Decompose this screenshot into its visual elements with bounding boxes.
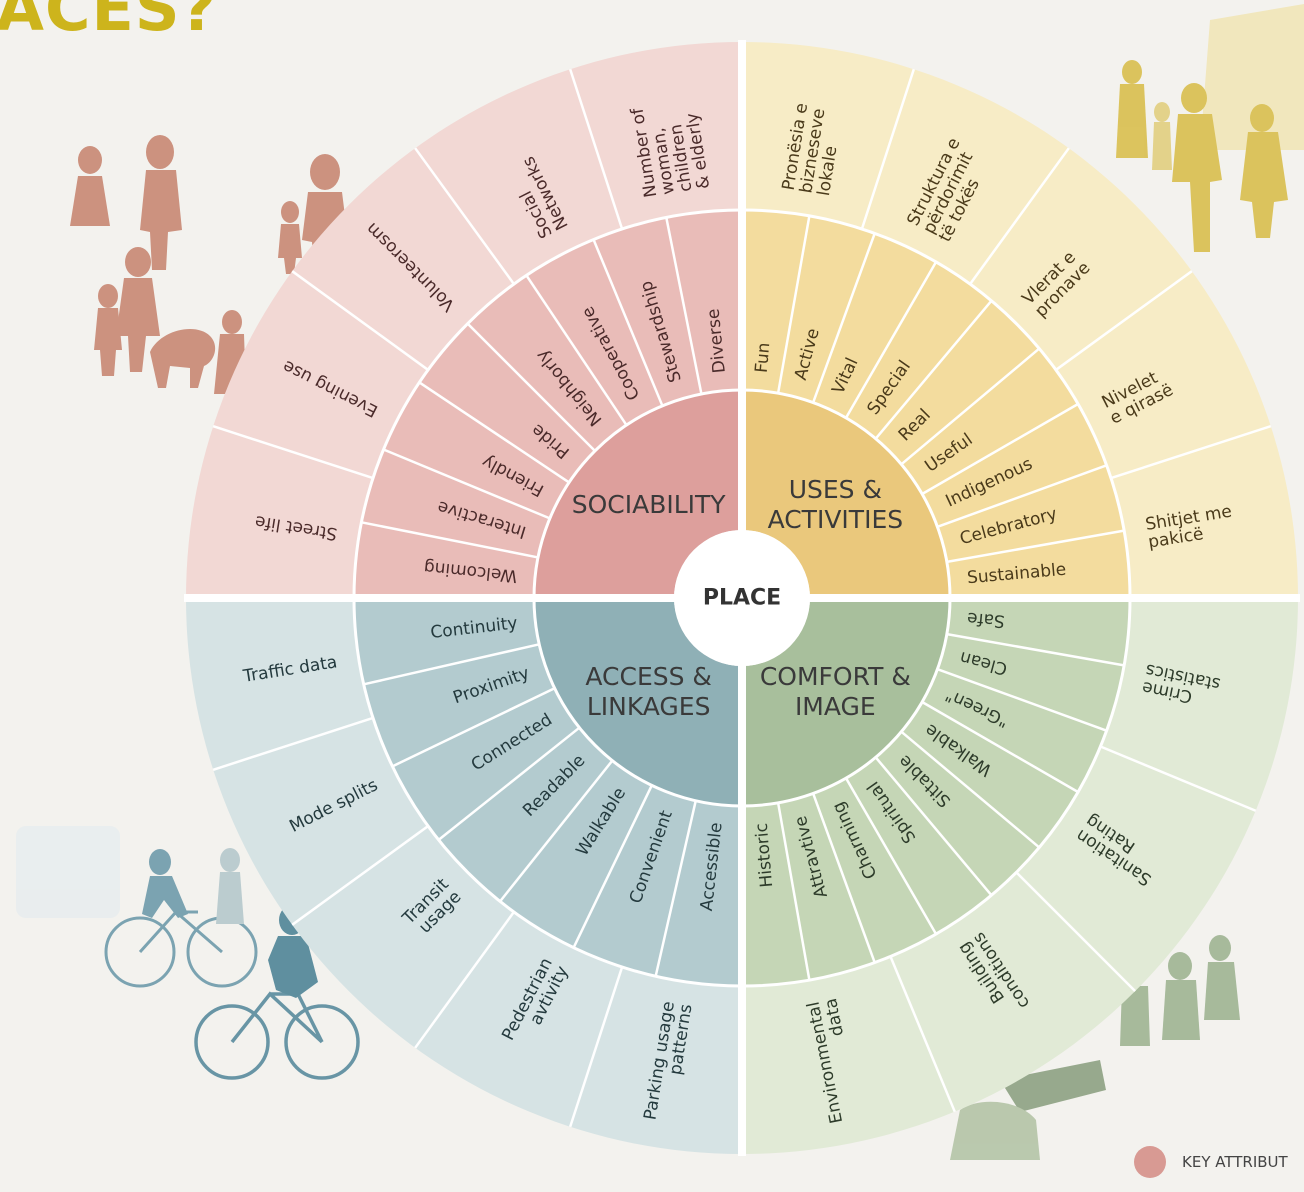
comfort-middle-label: Safe: [966, 608, 1005, 631]
access-title: ACCESS &: [585, 662, 712, 691]
people-silhouettes-access: [16, 826, 360, 1080]
sociability-core: [534, 390, 742, 598]
uses-middle-divider: [900, 347, 1041, 466]
uses-ring-outline: [741, 208, 1132, 599]
comfort-outer-divider: [1099, 745, 1257, 812]
people-silhouettes-uses: [1116, 4, 1304, 252]
uses-outer-divider: [860, 68, 916, 230]
uses-outer-ring: [742, 42, 1298, 598]
sociability-middle-divider: [466, 322, 596, 452]
uses-outer-divider: [1055, 270, 1193, 371]
access-ring-outline: [352, 597, 743, 988]
sociability-outer-divider: [291, 270, 429, 371]
access-core: [534, 598, 742, 806]
access-ring-outline: [532, 597, 743, 808]
uses-middle-divider: [946, 529, 1125, 564]
uses-middle-divider: [874, 299, 993, 440]
comfort-outer-divider: [1015, 871, 1137, 993]
sociability-outer-divider: [568, 68, 624, 230]
comfort-middle-divider: [937, 667, 1108, 732]
access-middle-divider: [437, 726, 581, 841]
access-middle-divider: [499, 759, 614, 903]
sociability-title: SOCIABILITY: [572, 490, 727, 519]
access-middle-divider: [572, 784, 653, 949]
sociability-outer-divider: [212, 424, 374, 480]
uses-middle-label: Fun: [752, 342, 775, 374]
access-outer-divider: [291, 825, 429, 926]
legend-dot: [1134, 1146, 1166, 1178]
sociability-middle-divider: [361, 521, 539, 559]
sociability-middle-divider: [383, 448, 551, 520]
legend: KEY ATTRIBUT: [1134, 1146, 1288, 1178]
uses-title: ACTIVITIES: [768, 505, 904, 534]
comfort-title: COMFORT &: [760, 662, 911, 691]
uses-middle-label-line: Fun: [752, 342, 775, 374]
place-center-circle: [674, 530, 810, 666]
sociability-ring-outline: [532, 388, 743, 599]
uses-middle-divider: [811, 232, 876, 403]
uses-ring-outline: [741, 388, 952, 599]
uses-middle-divider: [921, 402, 1079, 496]
sociability-middle-divider: [525, 274, 628, 426]
uses-middle-divider: [937, 464, 1108, 529]
sociability-middle-divider: [418, 381, 570, 484]
access-middle-divider: [654, 800, 697, 977]
page-heading: ACES?: [0, 0, 218, 45]
access-outer-divider: [568, 966, 624, 1128]
comfort-middle-divider: [811, 793, 876, 964]
uses-middle-ring: [742, 210, 1130, 598]
uses-outer-divider: [969, 147, 1070, 285]
sociability-ring-outline: [352, 208, 743, 599]
uses-title: USES &: [789, 475, 882, 504]
access-title: LINKAGES: [587, 692, 711, 721]
comfort-title: IMAGE: [795, 692, 876, 721]
access-middle-ring: [354, 598, 742, 986]
sociability-outer-divider: [414, 147, 515, 285]
access-middle-divider: [363, 643, 540, 686]
legend-label: KEY ATTRIBUT: [1182, 1153, 1288, 1171]
comfort-middle-label-line: Safe: [966, 608, 1005, 631]
access-outer-ring: [186, 598, 742, 1154]
comfort-middle-divider: [844, 777, 938, 935]
access-outer-divider: [212, 716, 374, 772]
uses-middle-divider: [844, 261, 938, 419]
comfort-core: [742, 598, 950, 806]
comfort-outer-divider: [889, 955, 956, 1113]
uses-middle-divider: [776, 215, 811, 394]
sociability-middle-divider: [592, 239, 664, 407]
comfort-middle-divider: [921, 700, 1079, 794]
uses-outer-divider: [1110, 424, 1272, 480]
comfort-middle-divider: [946, 632, 1125, 667]
comfort-middle-divider: [900, 730, 1041, 849]
people-silhouettes-sociability: [70, 135, 348, 394]
comfort-ring-outline: [741, 597, 1132, 988]
comfort-middle-divider: [776, 802, 811, 981]
wheel-rings: [184, 40, 1300, 1156]
access-middle-divider: [391, 687, 556, 768]
place-center-label: PLACE: [703, 586, 781, 611]
access-outer-divider: [414, 911, 515, 1049]
comfort-middle-divider: [874, 756, 993, 897]
sociability-middle-divider: [665, 217, 703, 395]
sociability-outer-ring: [186, 42, 742, 598]
comfort-middle-ring: [742, 598, 1130, 986]
uses-core: [742, 390, 950, 598]
comfort-ring-outline: [741, 597, 952, 808]
